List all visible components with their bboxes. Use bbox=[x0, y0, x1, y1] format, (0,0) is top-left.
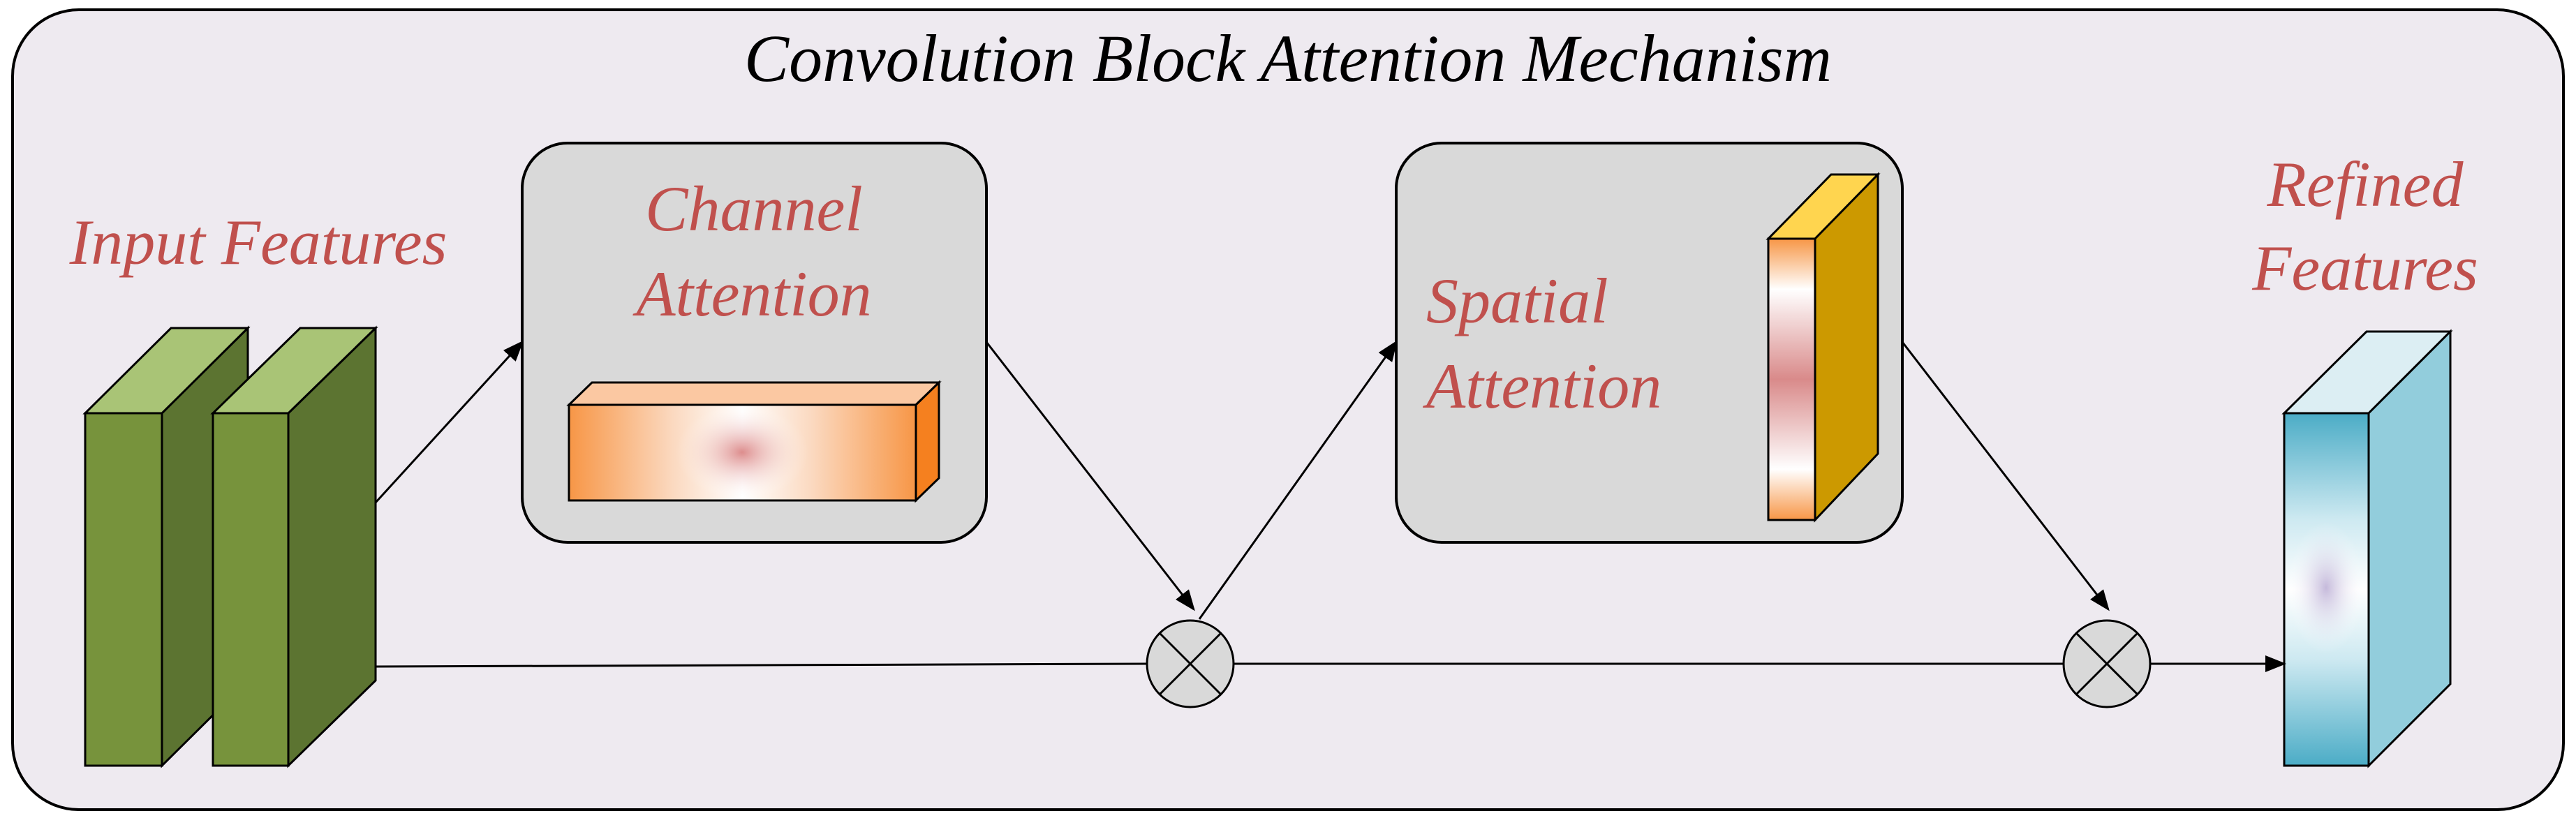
arrow-spatial-to-multiply2 bbox=[1901, 341, 2110, 611]
channel-block-top bbox=[566, 381, 942, 406]
arrow-multiply1-to-spatial bbox=[1198, 340, 1398, 620]
input-block-back-front bbox=[84, 412, 163, 767]
input-block-front-front bbox=[212, 412, 290, 767]
multiply-node-1 bbox=[1146, 619, 1235, 708]
channel-block-side bbox=[915, 380, 940, 503]
channel-block-highlight bbox=[676, 405, 808, 500]
spatial-attention-label-line1: Spatial bbox=[1426, 265, 1608, 336]
spatial-attention-label-line2: Attention bbox=[1422, 350, 1661, 422]
outer-frame bbox=[11, 8, 2565, 811]
refined-block-highlight bbox=[2288, 521, 2364, 654]
spatial-block-front bbox=[1767, 237, 1816, 521]
refined-features-block bbox=[2281, 329, 2453, 768]
input-features-label: Input Features bbox=[69, 207, 447, 278]
refined-features-label-line1: Refined bbox=[2267, 149, 2464, 220]
arrow-channel-to-multiply1 bbox=[985, 341, 1195, 611]
connectors bbox=[374, 340, 2286, 672]
input-block-front bbox=[210, 325, 378, 768]
line-input-to-multiply1 bbox=[375, 662, 1148, 668]
refined-features-label-line2: Features bbox=[2251, 232, 2478, 304]
multiply-node-2 bbox=[2062, 619, 2152, 708]
channel-attention-label-line2: Attention bbox=[632, 258, 871, 329]
channel-attention-label-line1: Channel bbox=[645, 173, 863, 244]
diagram-title: Convolution Block Attention Mechanism bbox=[744, 21, 1832, 96]
channel-attention-block bbox=[566, 380, 942, 503]
multiply-cross-b bbox=[1158, 632, 1222, 696]
spatial-attention-block bbox=[1766, 172, 1881, 523]
arrow-input-to-channel bbox=[374, 340, 524, 504]
multiply-cross-b bbox=[2075, 632, 2139, 696]
